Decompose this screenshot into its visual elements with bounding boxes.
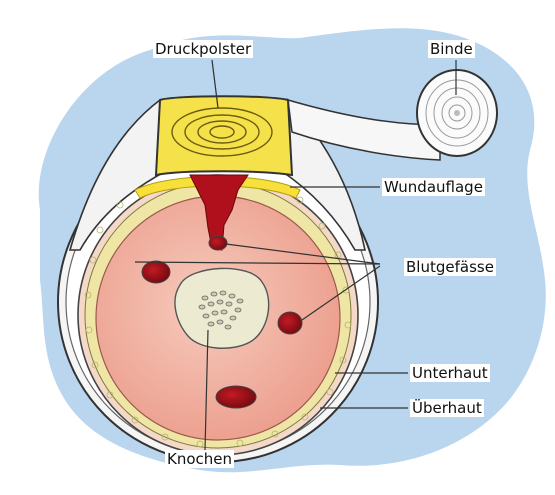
label-wundauflage: Wundauflage xyxy=(382,178,485,196)
blood-vessel-top xyxy=(209,236,227,250)
bandage-roll xyxy=(417,70,497,156)
pressure-pad xyxy=(156,96,292,175)
label-druckpolster: Druckpolster xyxy=(153,40,253,58)
label-blutgefaesse: Blutgefässe xyxy=(404,258,496,276)
bone xyxy=(175,268,269,348)
blood-vessel-left xyxy=(142,261,170,283)
blood-vessel-bottom xyxy=(216,386,256,408)
label-oberhaut: Überhaut xyxy=(410,399,484,417)
label-knochen: Knochen xyxy=(165,450,234,468)
blood-vessel-right xyxy=(278,312,302,334)
label-binde: Binde xyxy=(428,40,475,58)
label-unterhaut: Unterhaut xyxy=(410,364,490,382)
